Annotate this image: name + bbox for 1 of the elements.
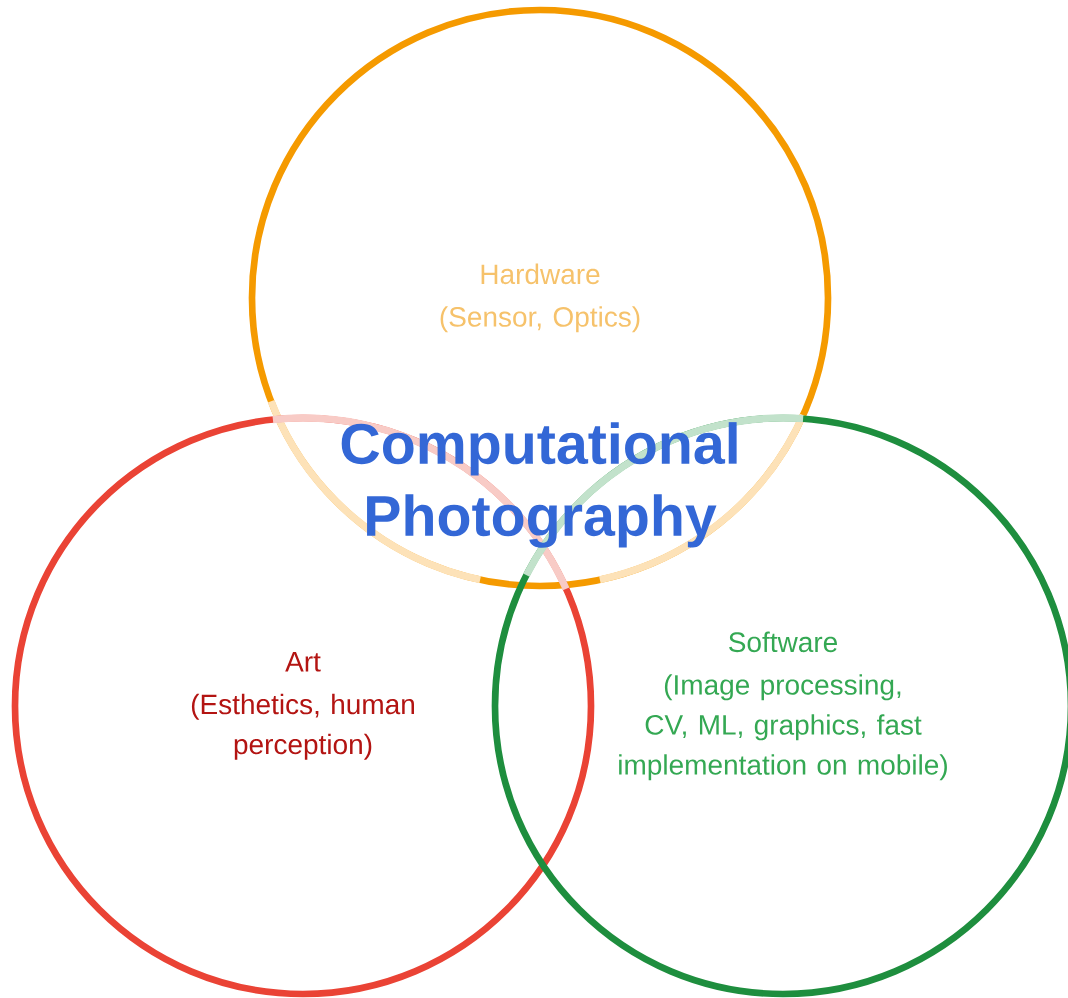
center-title: Computational Photography	[341, 422, 737, 548]
